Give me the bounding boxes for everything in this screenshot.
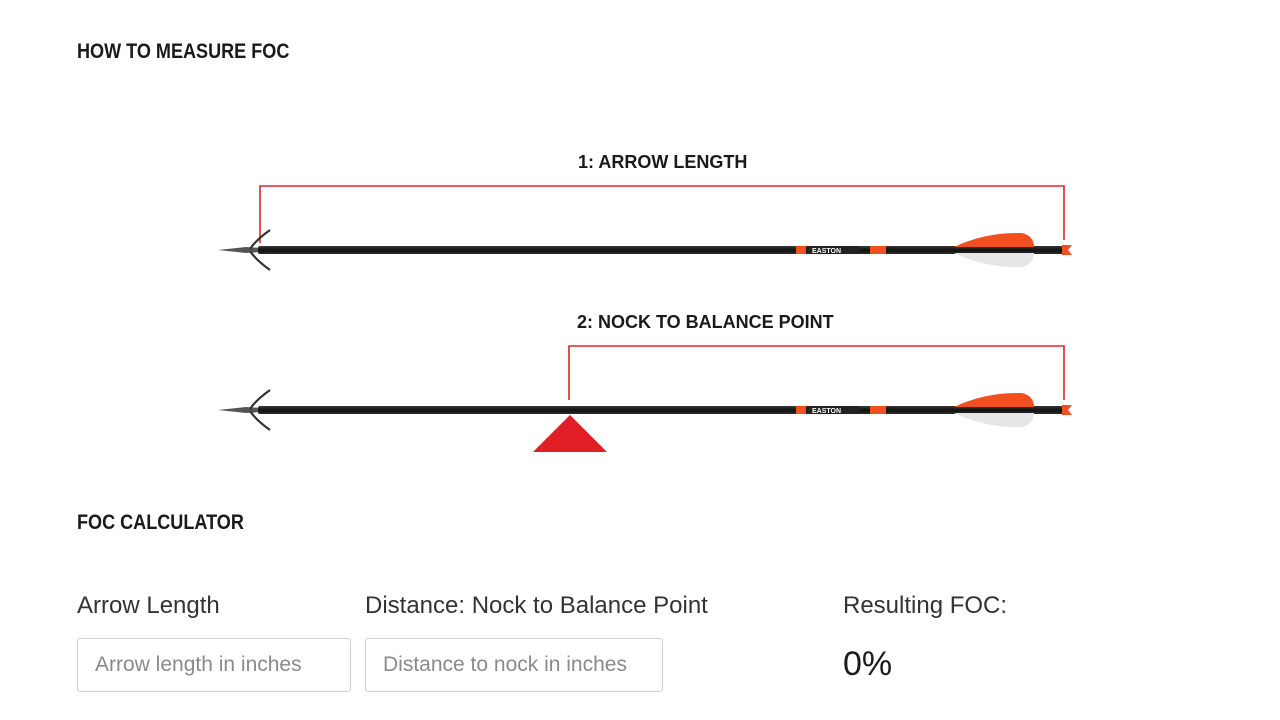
- arrow-shaft: [258, 246, 1064, 254]
- arrow-nock: [1062, 245, 1072, 255]
- broadhead-point: [218, 407, 262, 413]
- shaft-brand-band: [796, 406, 806, 414]
- shaft-brand-band: [796, 246, 806, 254]
- nock-to-balance-distance-label: Distance: Nock to Balance Point: [365, 592, 708, 619]
- shaft-orange-band: [870, 406, 886, 414]
- how-to-measure-heading: HOW TO MEASURE FOC: [77, 40, 290, 63]
- broadhead-blade-bottom: [249, 250, 271, 271]
- shaft-brand-area: [807, 246, 859, 254]
- arrow-length-bracket: [259, 185, 1065, 243]
- arrow-length-input[interactable]: [77, 638, 351, 692]
- balance-point-triangle: [533, 415, 607, 452]
- broadhead-blade-bottom: [249, 410, 271, 431]
- resulting-foc-label: Resulting FOC:: [843, 592, 1008, 619]
- vane-orange: [954, 392, 1034, 407]
- arrow-nock: [1062, 405, 1072, 415]
- broadhead-point: [218, 247, 262, 253]
- resulting-foc-value: 0%: [843, 645, 893, 683]
- nock-to-balance-distance-input[interactable]: [365, 638, 663, 692]
- arrow-illustration-1: EASTON: [218, 229, 1072, 271]
- vane-white: [954, 253, 1034, 268]
- vane-orange: [954, 232, 1034, 247]
- arrow-shaft: [258, 406, 1064, 414]
- foc-calculator-heading: FOC CALCULATOR: [77, 511, 244, 534]
- vane-white: [954, 413, 1034, 428]
- arrow-illustration-2: EASTON: [218, 389, 1072, 431]
- balance-point-bracket: [568, 345, 1065, 400]
- shaft-brand-text: EASTON: [812, 408, 841, 415]
- step2-nock-to-balance-label: 2: NOCK TO BALANCE POINT: [577, 312, 834, 332]
- shaft-brand-text: EASTON: [812, 248, 841, 255]
- arrow-length-label: Arrow Length: [77, 592, 220, 619]
- shaft-brand-area: [807, 406, 859, 414]
- shaft-orange-band: [870, 246, 886, 254]
- broadhead-blade-top: [249, 229, 271, 250]
- broadhead-blade-top: [249, 389, 271, 410]
- step1-arrow-length-label: 1: ARROW LENGTH: [578, 152, 747, 172]
